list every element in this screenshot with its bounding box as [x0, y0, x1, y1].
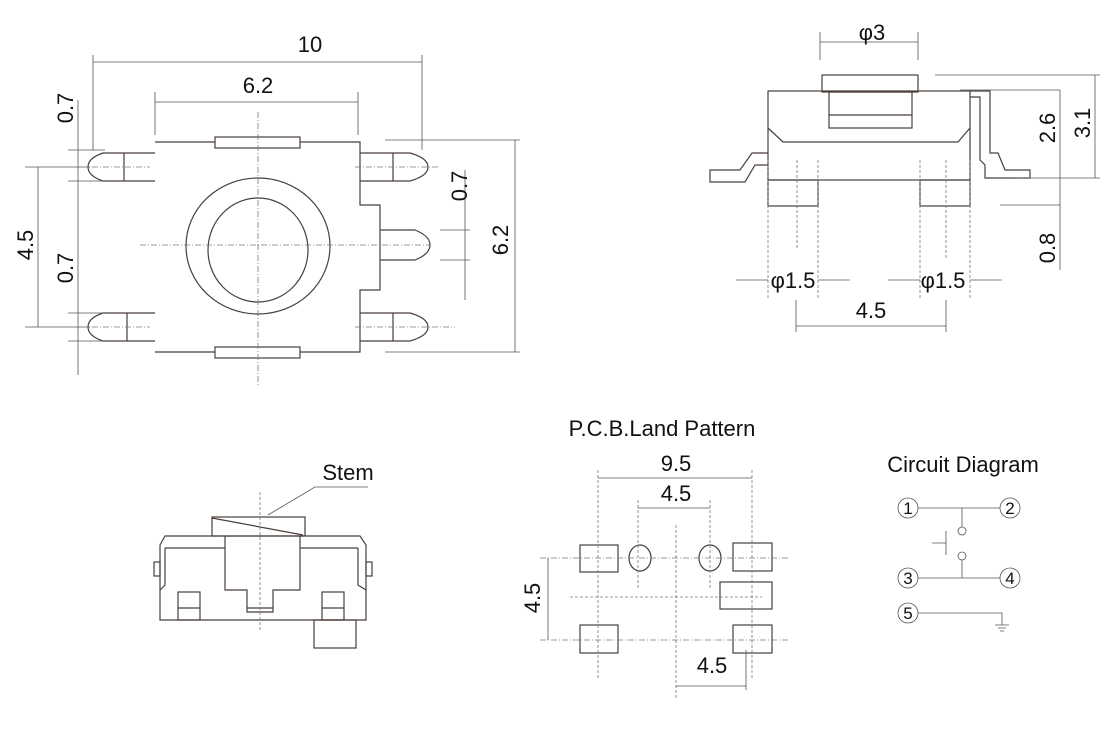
side-view: φ3 2.6 3.1 0.8 φ1.5 φ1.5 4.5	[709, 20, 1100, 332]
dim-side-foot-left-dia: φ1.5	[771, 268, 816, 293]
circuit-diagram: Circuit Diagram 1 2 3 4 5	[887, 452, 1039, 632]
dim-top-pin-top-left: 0.7	[53, 93, 78, 124]
svg-text:2: 2	[1005, 499, 1014, 518]
dim-pcb-holes: 4.5	[661, 481, 692, 506]
dim-top-pin-bottom-left: 0.7	[53, 253, 78, 284]
dim-pcb-outer: 9.5	[661, 451, 692, 476]
section-view: Stem	[153, 460, 374, 649]
dim-side-body-height: 2.6	[1035, 113, 1060, 144]
dim-pcb-vertical: 4.5	[520, 583, 545, 614]
svg-text:4: 4	[1005, 569, 1014, 588]
pcb-title: P.C.B.Land Pattern	[569, 416, 756, 441]
dim-side-foot-right-dia: φ1.5	[921, 268, 966, 293]
dim-top-body-height: 6.2	[488, 225, 513, 256]
dim-side-foot-pitch: 4.5	[856, 298, 887, 323]
pin-2: 2	[999, 497, 1021, 519]
dim-top-width-total: 10	[298, 32, 322, 57]
pcb-land-pattern: P.C.B.Land Pattern 9.5 4.5 4.5 4.5	[520, 416, 790, 700]
circuit-title: Circuit Diagram	[887, 452, 1039, 477]
stem-label: Stem	[322, 460, 373, 485]
dim-pcb-bottom: 4.5	[697, 653, 728, 678]
dim-top-pin-right: 0.7	[447, 171, 472, 202]
svg-text:3: 3	[903, 569, 912, 588]
pin-5: 5	[897, 602, 919, 624]
dim-side-total-height: 3.1	[1070, 108, 1095, 139]
pin-3: 3	[897, 567, 919, 589]
dim-side-stem-dia: φ3	[859, 20, 886, 45]
svg-text:1: 1	[903, 499, 912, 518]
dim-top-body-width: 6.2	[243, 73, 274, 98]
pin-4: 4	[999, 567, 1021, 589]
dim-side-foot-height: 0.8	[1035, 233, 1060, 264]
pin-1: 1	[897, 497, 919, 519]
svg-text:5: 5	[903, 604, 912, 623]
dim-top-pin-pitch: 4.5	[13, 230, 38, 261]
top-view: 10 6.2 0.7 4.5 0.7 0.7 6.2	[13, 32, 520, 385]
